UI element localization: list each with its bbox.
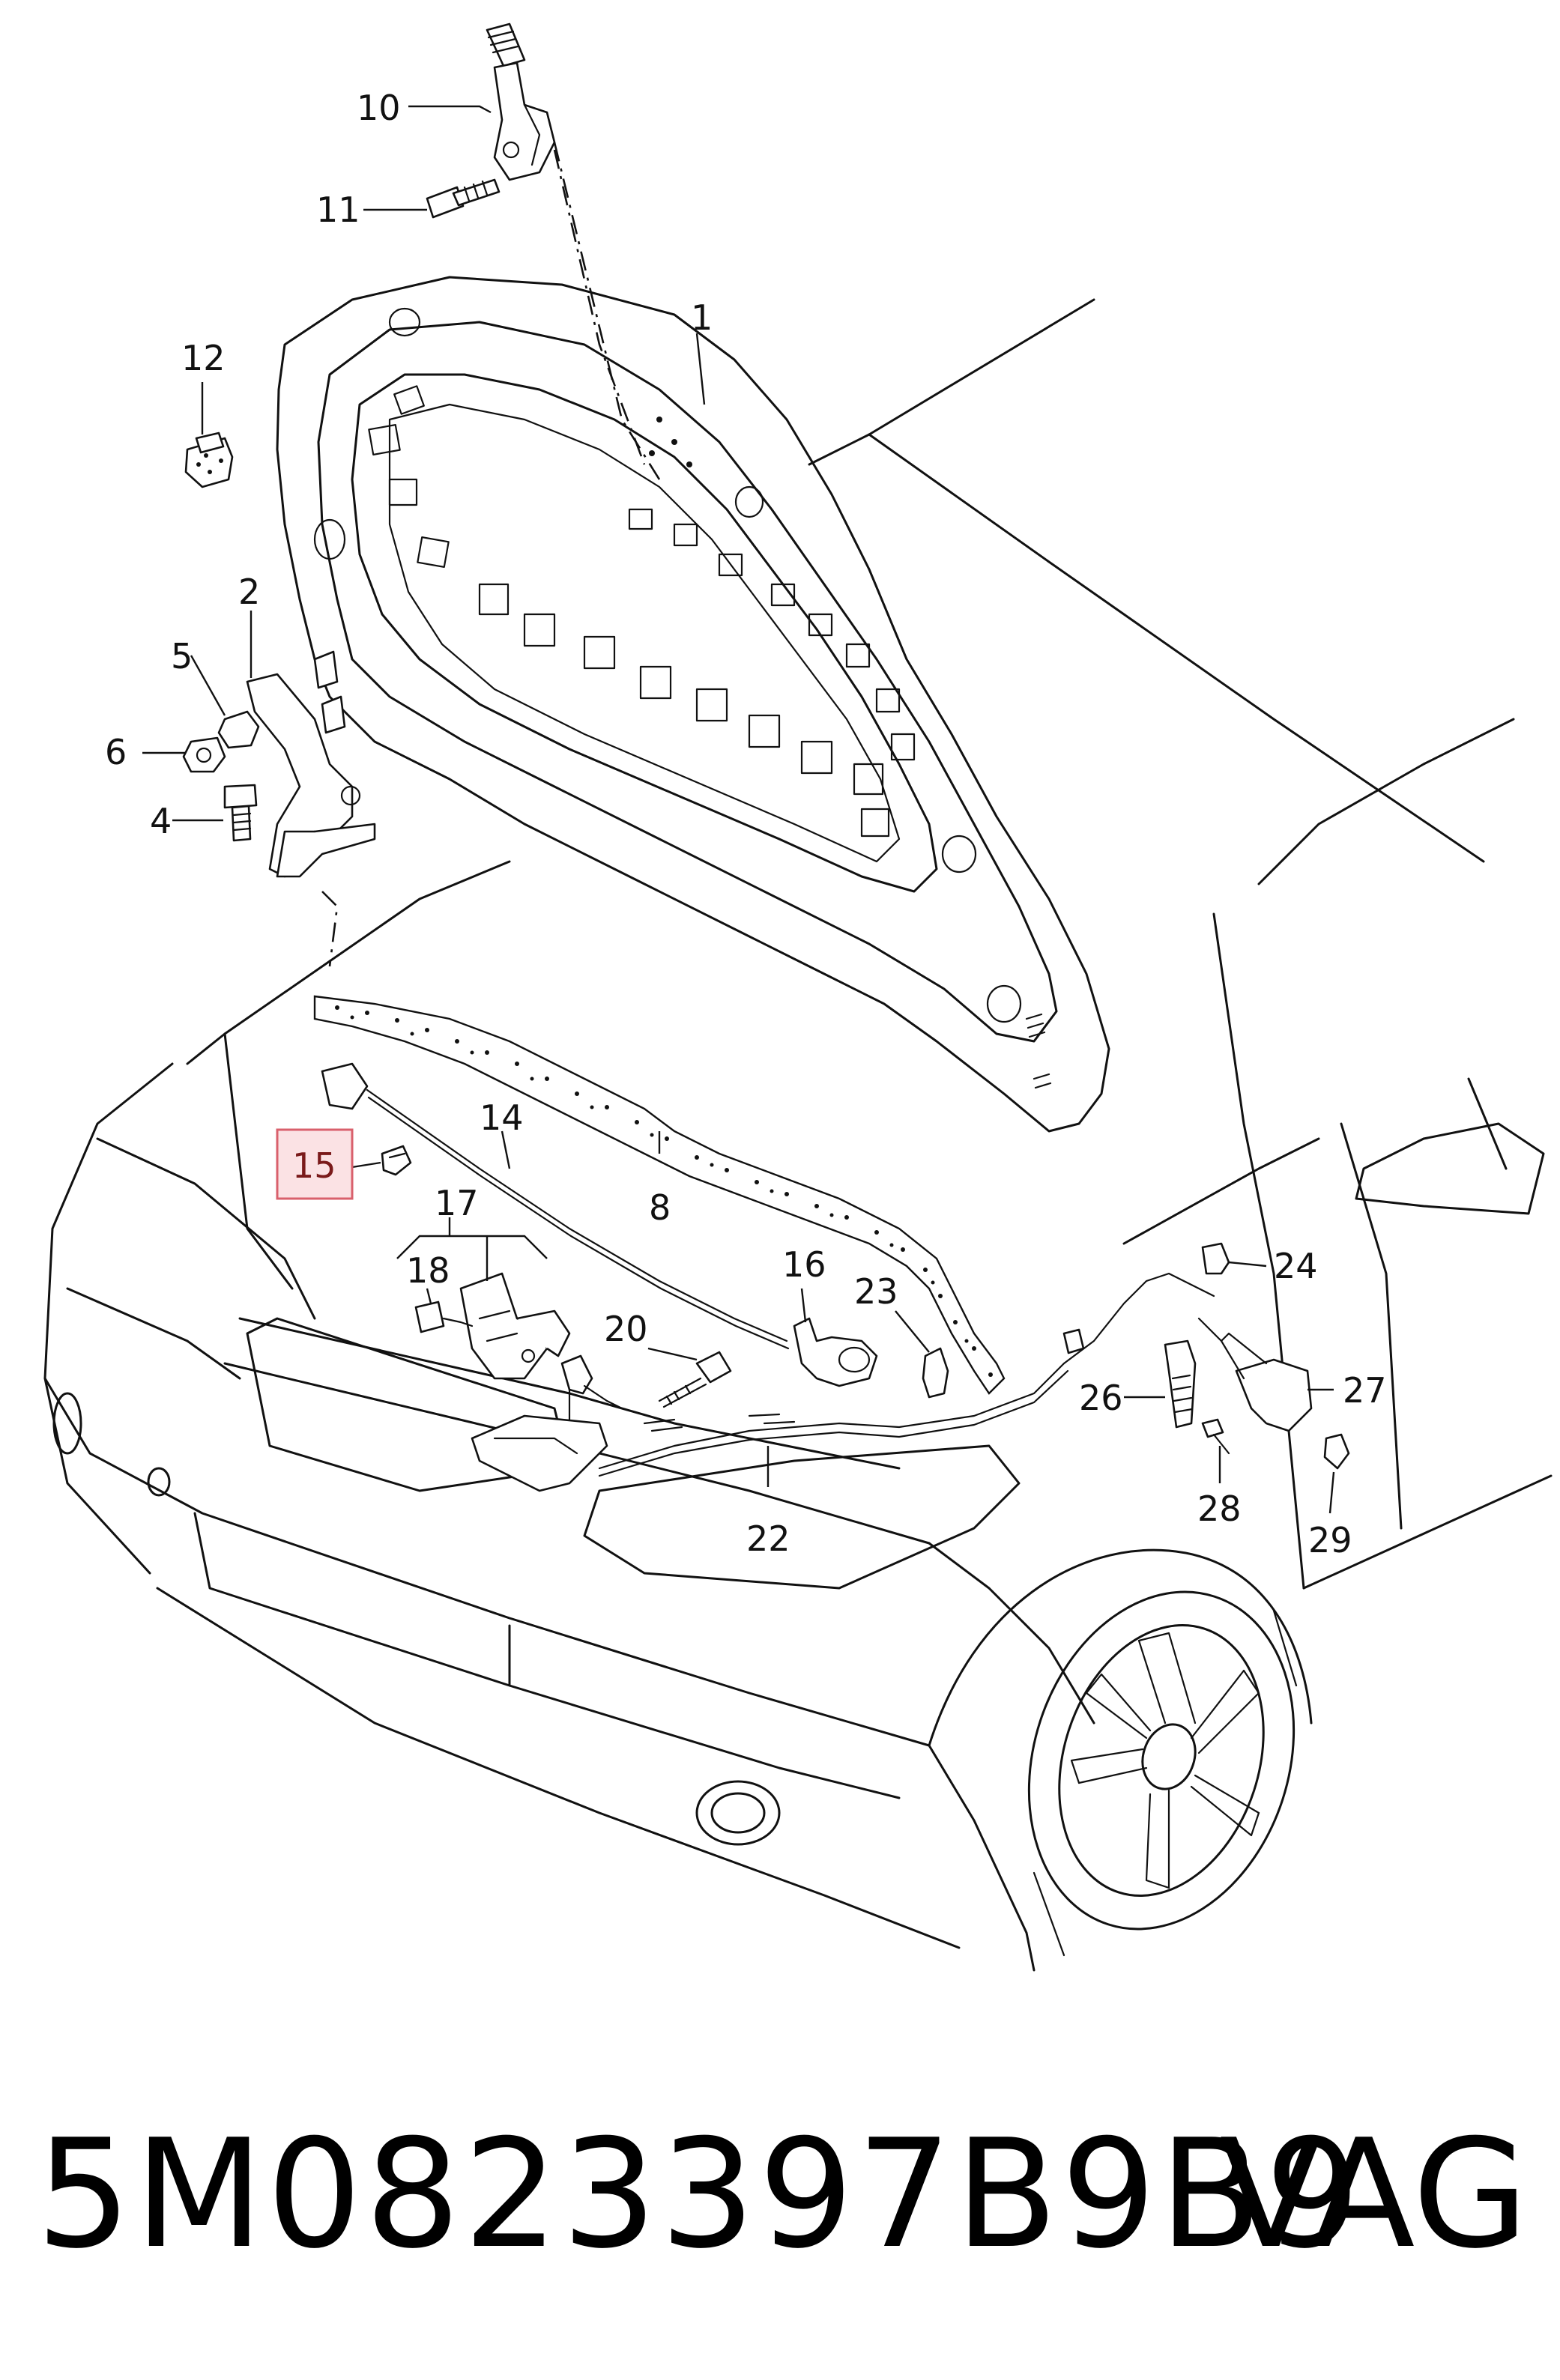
brand-label: VAG [1219,2107,1529,2282]
bolt-4 [223,784,258,842]
cable-22 [598,1362,1069,1477]
release-lever-26 [1164,1339,1197,1429]
hood-stay-bracket [486,22,556,181]
callout-1: 1 [691,297,713,338]
callout-2: 2 [238,572,260,612]
callout-labels: 10 11 12 1 2 5 6 4 14 15 8 17 18 20 16 2… [105,88,1387,1560]
release-lever-cable [1062,1272,1215,1365]
callout-18: 18 [406,1250,450,1291]
part-23 [922,1347,949,1399]
lever-bracket-27 [1197,1317,1313,1432]
callout-20: 20 [604,1309,648,1349]
callout-23: 23 [854,1271,898,1312]
callout-5: 5 [171,636,193,676]
callout-29: 29 [1308,1520,1352,1560]
clip-29 [1323,1433,1350,1470]
bonnet-seal [313,995,1006,1395]
callout-22: 22 [746,1518,790,1559]
bolt-20 [658,1351,732,1408]
highlight-box-15 [276,1128,354,1200]
callout-10: 10 [357,88,401,128]
callout-8: 8 [649,1187,671,1228]
callout-6: 6 [105,732,127,772]
bonnet [276,276,1110,1133]
exploded-parts-diagram: 10 11 12 1 2 5 6 4 14 15 8 17 18 20 16 2… [43,22,1553,1972]
callout-14: 14 [480,1097,524,1138]
callout-16: 16 [782,1244,826,1285]
clip-15 [381,1145,412,1176]
part-16 [793,1317,878,1387]
rubber-buffer-12 [184,432,234,488]
callout-12: 12 [181,338,226,378]
bolt-11 [426,178,501,219]
callout-28: 28 [1197,1489,1242,1529]
leader-lines [142,105,1335,1514]
bonnet-lock-17 [459,1272,571,1380]
callout-17: 17 [435,1183,479,1223]
bonnet-hinge [246,650,376,878]
callout-26: 26 [1079,1378,1123,1418]
nut-5 [217,710,260,749]
clip-24 [1201,1242,1230,1275]
screw-28 [1201,1418,1230,1455]
nut-6 [182,736,226,773]
callout-27: 27 [1343,1370,1387,1411]
lock-carrier-handle [471,1414,608,1492]
callout-4: 4 [150,801,172,841]
car-body-outline [43,298,1553,1972]
callout-11: 11 [316,190,360,230]
microswitch-18 [414,1300,474,1333]
part-number: 5M0823397B9B9 [36,2107,1364,2282]
release-cable [321,1062,790,1350]
callout-15: 15 [292,1145,336,1186]
callout-24: 24 [1274,1246,1318,1286]
